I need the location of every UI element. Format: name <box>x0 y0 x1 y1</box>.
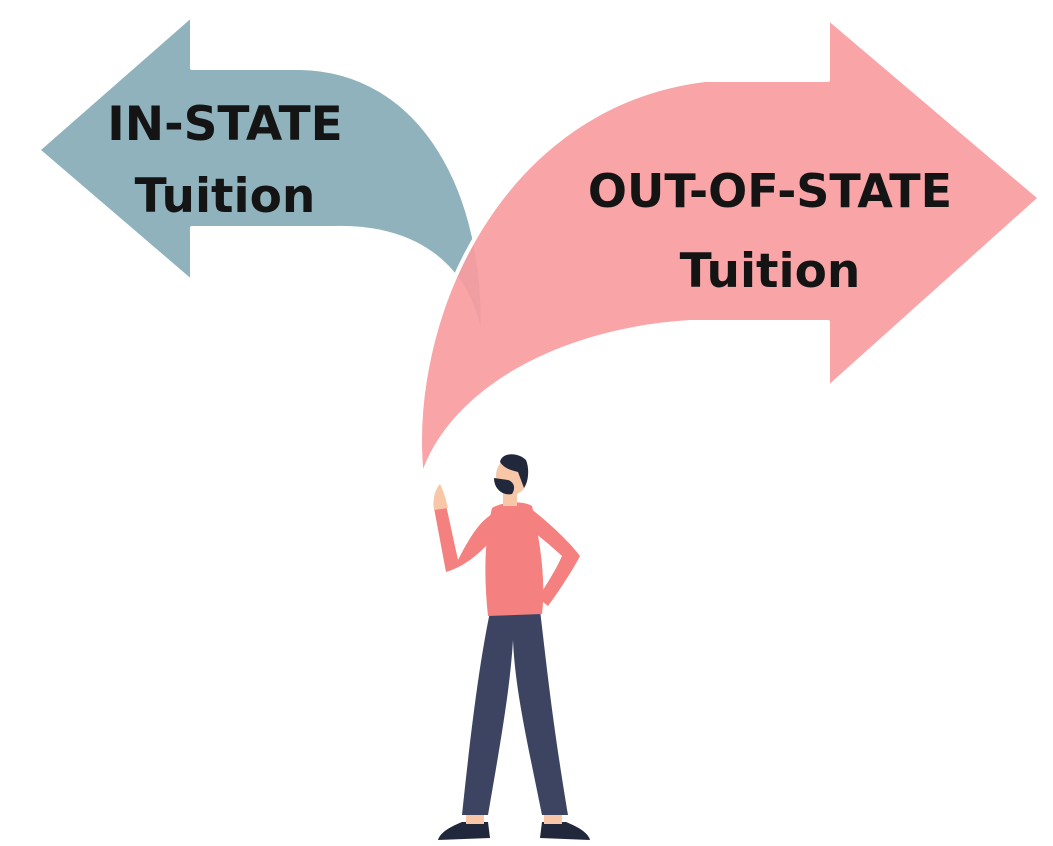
raised-hand <box>433 484 448 510</box>
in-state-label-line2: Tuition <box>135 169 316 224</box>
person-figure <box>433 454 590 840</box>
in-state-arrow-shape <box>36 13 485 347</box>
out-of-state-label-line2: Tuition <box>680 244 861 299</box>
in-state-arrow: IN-STATE Tuition <box>36 13 485 347</box>
shirt <box>485 502 544 616</box>
beard <box>494 478 515 495</box>
raised-arm <box>434 505 500 572</box>
left-shoe <box>438 822 490 840</box>
out-of-state-label-line1: OUT-OF-STATE <box>588 164 952 218</box>
in-state-label-line1: IN-STATE <box>107 97 342 152</box>
hip-arm <box>528 508 580 606</box>
out-of-state-arrow-shape <box>418 16 1042 480</box>
right-shoe <box>540 822 590 840</box>
out-of-state-arrow: OUT-OF-STATE Tuition <box>418 16 1042 480</box>
hair <box>500 454 529 488</box>
pants <box>462 610 568 815</box>
